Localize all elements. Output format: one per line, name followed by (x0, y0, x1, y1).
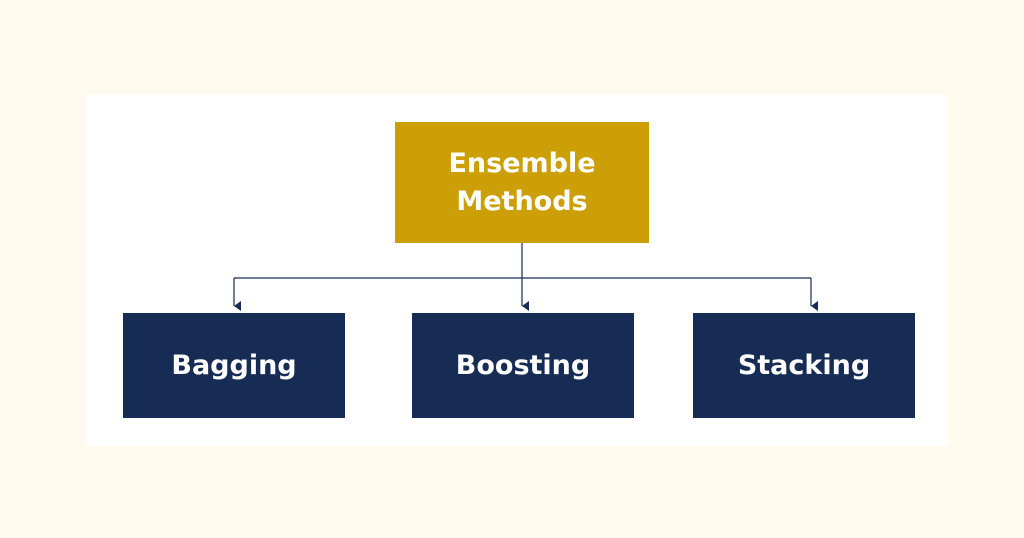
child-node-bagging: Bagging (123, 313, 345, 418)
child-node-label: Boosting (455, 349, 591, 381)
child-node-stacking: Stacking (693, 313, 915, 418)
child-node-label: Bagging (171, 349, 297, 381)
root-node-ensemble-methods: Ensemble Methods (395, 122, 649, 243)
child-node-label: Stacking (737, 349, 871, 381)
child-node-boosting: Boosting (412, 313, 634, 418)
root-node-label: Ensemble Methods (448, 147, 596, 217)
